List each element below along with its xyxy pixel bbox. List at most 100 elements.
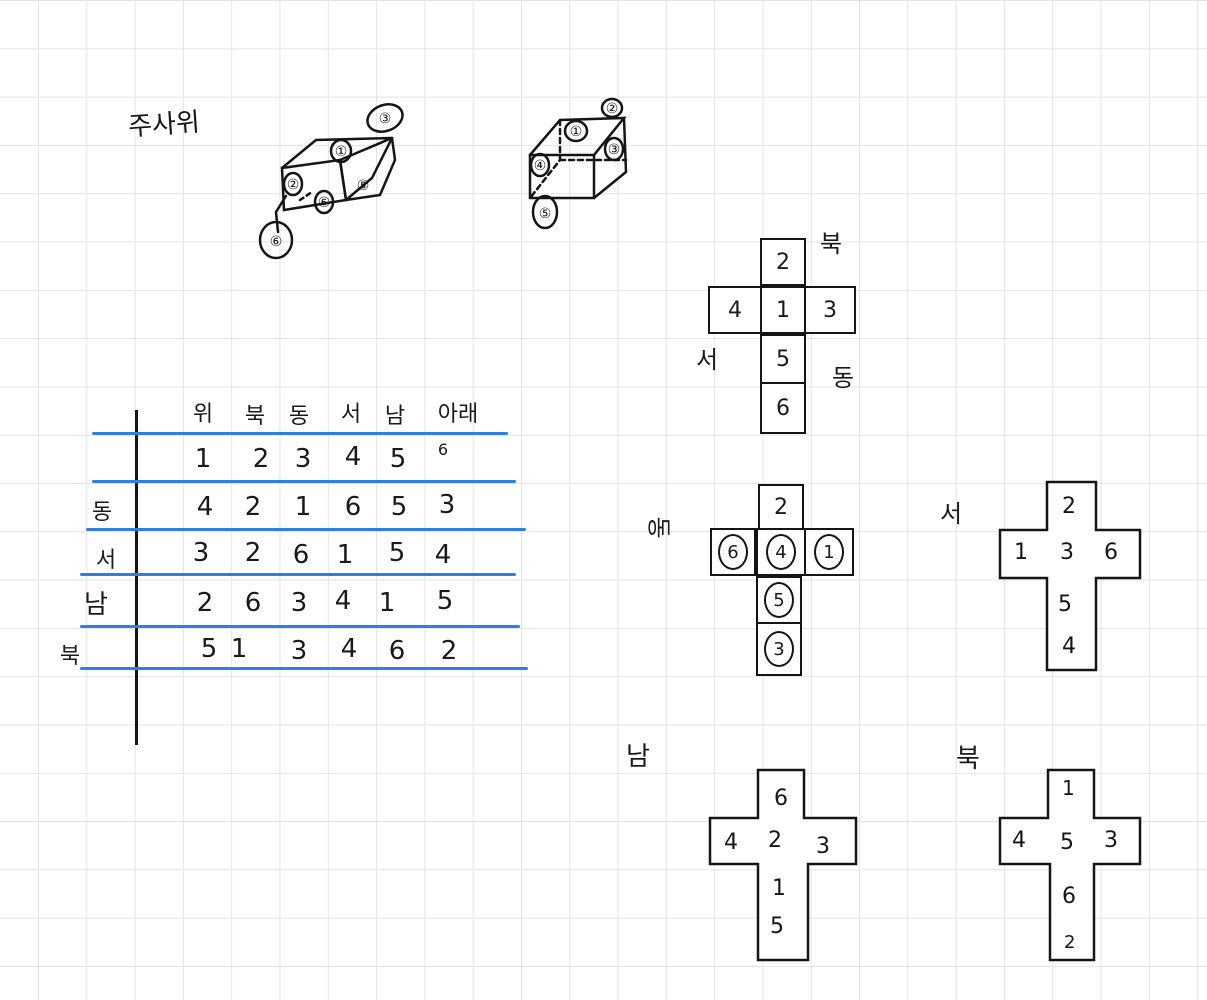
- face-right: 6: [1104, 540, 1118, 565]
- face-left: 1: [1014, 540, 1028, 565]
- table-line: [92, 480, 516, 483]
- table-cell: 3: [290, 636, 308, 666]
- dice-sketch-2: [528, 97, 628, 230]
- table-line: [80, 573, 516, 576]
- direction-label-south: 남: [626, 742, 650, 772]
- header-north: 북: [244, 404, 266, 429]
- dice2-label-c: ④: [534, 158, 547, 174]
- face-top: 1: [1062, 776, 1075, 800]
- circled-value: 6: [718, 534, 748, 570]
- face-right: 3: [804, 286, 856, 334]
- table-cell: 1: [336, 540, 354, 570]
- row-label-south: 남: [84, 590, 108, 620]
- dice1-label-e: ⑤: [357, 178, 370, 194]
- face-right: 1: [804, 528, 854, 576]
- row-label-west: 서: [95, 548, 117, 573]
- face-center: 1: [760, 286, 806, 334]
- face-below-2: 3: [756, 622, 802, 676]
- table-cell: 6: [344, 492, 362, 522]
- face-left: 4: [708, 286, 762, 334]
- table-cell: 5: [388, 538, 406, 568]
- table-cell: 5: [390, 492, 408, 522]
- dice1-label-f: ⑥: [270, 234, 283, 250]
- table-cell: 5: [436, 586, 454, 616]
- dice2-label-b: ①: [570, 124, 583, 140]
- face-below-2: 6: [760, 382, 806, 434]
- table-cell: 2: [440, 636, 458, 666]
- direction-label-west: 서: [940, 500, 963, 528]
- direction-label-north: 북: [820, 230, 843, 258]
- dice1-label-d: ⑥: [318, 195, 331, 211]
- table-cell: 4: [340, 634, 358, 664]
- face-below-1: 5: [756, 576, 802, 624]
- face-right: 3: [816, 834, 830, 859]
- table-cell: 5: [200, 634, 218, 664]
- table-cell: 3: [290, 588, 308, 618]
- table-line: [92, 432, 508, 435]
- table-cell: 3: [192, 538, 210, 568]
- header-south: 남: [384, 404, 406, 429]
- table-cell: 6: [244, 588, 262, 618]
- table-cell: 1: [230, 634, 248, 664]
- dice2-label-a: ②: [606, 101, 619, 117]
- table-cell: 1: [294, 492, 312, 522]
- table-cell: 6: [292, 540, 310, 570]
- direction-label-west: 서: [696, 346, 719, 374]
- face-left: 4: [1012, 828, 1026, 853]
- face-right: 3: [1104, 828, 1118, 853]
- direction-label-north: 북: [956, 744, 980, 774]
- row-label-east: 동: [91, 500, 113, 525]
- face-top: 6: [774, 786, 788, 811]
- table-cell: 2: [252, 444, 270, 474]
- header-east: 동: [288, 404, 310, 429]
- table-cell: 5: [389, 444, 407, 474]
- table-cell: 2: [244, 538, 262, 568]
- table-line: [86, 528, 526, 531]
- row-label-north: 북: [59, 644, 81, 669]
- face-top: 2: [760, 238, 806, 286]
- table-vertical-line: [135, 410, 138, 745]
- face-center: 5: [1060, 830, 1074, 855]
- face-below-2: 2: [1064, 932, 1076, 953]
- face-below-1: 6: [1062, 884, 1076, 909]
- table-cell: 3: [294, 444, 312, 474]
- dice1-label-a: ③: [379, 111, 392, 127]
- dice1-label-b: ①: [335, 144, 348, 160]
- face-left: 4: [724, 830, 738, 855]
- table-cell: 1: [194, 444, 212, 474]
- dice-sketch-1: [258, 103, 404, 260]
- dice1-label-c: ②: [287, 177, 300, 193]
- face-left: 6: [710, 528, 756, 576]
- face-below-1: 5: [760, 334, 806, 384]
- face-top: 2: [1062, 494, 1076, 519]
- circled-value: 3: [764, 631, 794, 667]
- dice2-label-e: ⑤: [539, 206, 552, 222]
- circled-value: 5: [764, 582, 794, 618]
- table-line: [80, 667, 528, 670]
- face-center: 3: [1060, 540, 1074, 565]
- header-west: 서: [340, 402, 362, 427]
- table-cell: 6: [437, 440, 449, 459]
- face-below-1: 5: [1058, 592, 1072, 617]
- table-cell: 3: [438, 490, 456, 520]
- face-below-2: 4: [1062, 634, 1076, 659]
- dice2-label-d: ③: [608, 142, 621, 158]
- face-below-1: 1: [772, 876, 786, 901]
- table-cell: 1: [378, 588, 396, 618]
- table-cell: 6: [388, 636, 406, 666]
- table-cell: 4: [196, 492, 214, 522]
- direction-label-east: 동: [832, 364, 855, 392]
- face-below-2: 5: [770, 914, 784, 939]
- circled-value: 4: [766, 534, 796, 570]
- table-line: [80, 625, 520, 628]
- face-center: 2: [768, 828, 782, 853]
- table-cell: 4: [344, 442, 362, 472]
- table-cell: 2: [244, 492, 262, 522]
- header-top: 위: [192, 402, 214, 427]
- header-bottom: 아래: [437, 402, 479, 427]
